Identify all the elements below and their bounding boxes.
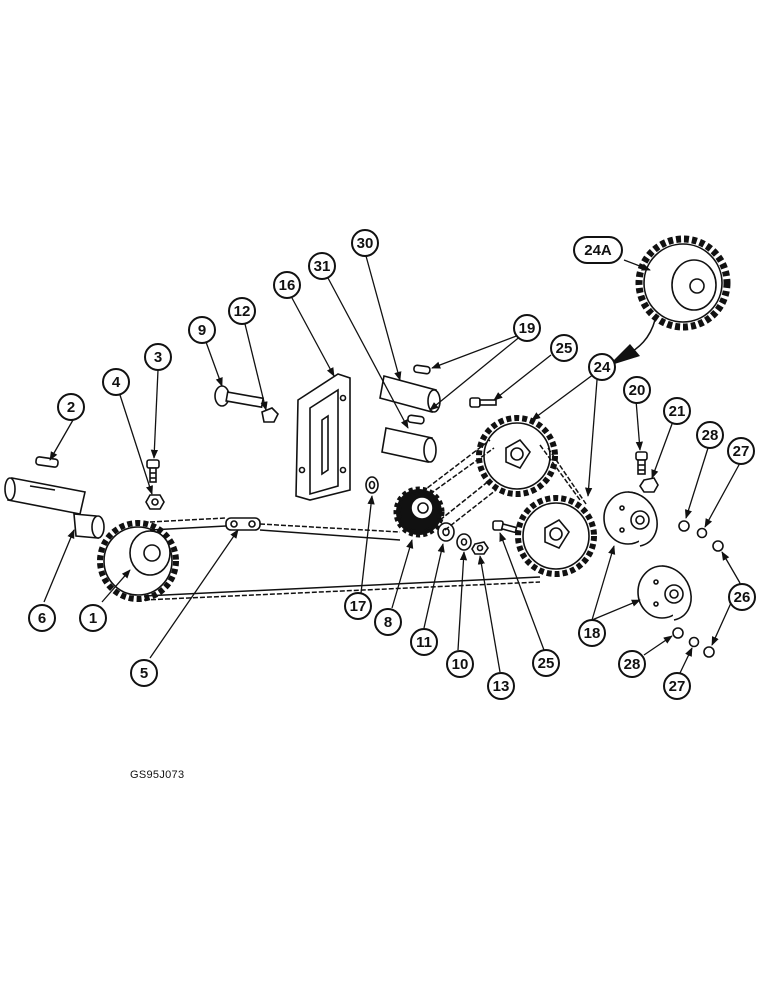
callout-26: 26 <box>728 583 756 611</box>
part-26-nut-lower <box>703 646 715 658</box>
callout-24: 24 <box>588 353 616 381</box>
svg-text:30: 30 <box>357 235 374 252</box>
svg-text:17: 17 <box>350 598 367 615</box>
part-31-shaft <box>381 427 437 463</box>
part-16-bracket <box>295 373 351 501</box>
svg-text:3: 3 <box>154 349 162 366</box>
part-18-hub-upper <box>603 491 658 547</box>
callout-9: 9 <box>188 316 216 344</box>
part-19-keys <box>407 364 431 425</box>
part-9-bolt <box>214 385 265 409</box>
part-28-washer-lower <box>672 627 684 639</box>
svg-text:27: 27 <box>669 678 686 695</box>
callout-8: 8 <box>374 608 402 636</box>
callout-18: 18 <box>578 619 606 647</box>
callout-17: 17 <box>344 592 372 620</box>
drive-chains <box>143 439 587 601</box>
svg-text:19: 19 <box>519 320 536 337</box>
callout-28-lower: 28 <box>618 650 646 678</box>
svg-text:8: 8 <box>384 614 392 631</box>
callout-11: 11 <box>410 628 438 656</box>
part-shaft-left <box>4 477 86 515</box>
callout-31: 31 <box>308 252 336 280</box>
part-4-nut <box>145 494 165 510</box>
callout-3: 3 <box>144 343 172 371</box>
part-20-bolt <box>635 451 648 475</box>
callout-6: 6 <box>28 604 56 632</box>
part-10-washer <box>456 533 472 551</box>
part-30-shaft <box>379 375 441 413</box>
svg-text:28: 28 <box>702 427 719 444</box>
callout-12: 12 <box>228 297 256 325</box>
callout-25-lower: 25 <box>532 649 560 677</box>
svg-text:20: 20 <box>629 382 646 399</box>
callout-5: 5 <box>130 659 158 687</box>
svg-text:25: 25 <box>538 655 555 672</box>
svg-text:2: 2 <box>67 399 75 416</box>
part-2-key <box>35 456 59 468</box>
svg-text:4: 4 <box>112 374 121 391</box>
part-13-nut <box>471 541 489 555</box>
part-24-sprocket-lower <box>515 495 597 577</box>
callout-24a: 24A <box>573 236 623 264</box>
part-6-bushing <box>73 513 105 539</box>
part-21-nut <box>639 477 659 493</box>
svg-text:13: 13 <box>493 678 510 695</box>
callout-30: 30 <box>351 229 379 257</box>
svg-text:28: 28 <box>624 656 641 673</box>
part-8-sprocket <box>393 486 445 538</box>
part-27-lockwasher-upper <box>696 527 708 539</box>
part-1-sprocket <box>97 520 179 602</box>
callout-20: 20 <box>623 376 651 404</box>
callout-21: 21 <box>663 397 691 425</box>
part-24a-sprocket-detail <box>635 235 731 331</box>
callout-10: 10 <box>446 650 474 678</box>
part-28-washer-upper <box>678 520 690 532</box>
svg-text:9: 9 <box>198 322 206 339</box>
callout-27-upper: 27 <box>727 437 755 465</box>
part-24-sprocket-upper <box>476 415 558 497</box>
svg-text:10: 10 <box>452 656 469 673</box>
svg-text:25: 25 <box>556 340 573 357</box>
callout-1: 1 <box>79 604 107 632</box>
callout-2: 2 <box>57 393 85 421</box>
callout-13: 13 <box>487 672 515 700</box>
svg-text:16: 16 <box>279 277 296 294</box>
leader-lines <box>43 255 741 674</box>
svg-text:18: 18 <box>584 625 601 642</box>
callout-28-upper: 28 <box>696 421 724 449</box>
callout-27-lower: 27 <box>663 672 691 700</box>
callout-25-upper: 25 <box>550 334 578 362</box>
part-12-washer <box>261 407 279 423</box>
part-3-bolt <box>146 459 160 483</box>
part-25-bolt-lower <box>492 520 518 534</box>
svg-text:21: 21 <box>669 403 686 420</box>
svg-text:1: 1 <box>89 610 97 627</box>
part-5-chain-link <box>225 517 261 531</box>
svg-text:26: 26 <box>734 589 751 606</box>
svg-text:31: 31 <box>314 258 331 275</box>
svg-text:11: 11 <box>416 634 432 651</box>
svg-text:5: 5 <box>140 665 148 682</box>
svg-text:27: 27 <box>733 443 750 460</box>
part-25-bolt-upper <box>469 397 497 408</box>
callout-4: 4 <box>102 368 130 396</box>
callout-19: 19 <box>513 314 541 342</box>
svg-text:24A: 24A <box>584 242 612 259</box>
callout-16: 16 <box>273 271 301 299</box>
reference-code: GS95J073 <box>130 769 185 781</box>
part-27-lockwasher-lower <box>688 636 700 648</box>
part-26-nut-upper <box>712 540 724 552</box>
svg-text:24: 24 <box>594 359 611 376</box>
svg-text:12: 12 <box>234 303 251 320</box>
part-17-washer <box>365 476 379 494</box>
svg-text:6: 6 <box>38 610 46 627</box>
part-18-hub-lower <box>637 565 692 621</box>
detail-arrowhead <box>608 344 640 366</box>
